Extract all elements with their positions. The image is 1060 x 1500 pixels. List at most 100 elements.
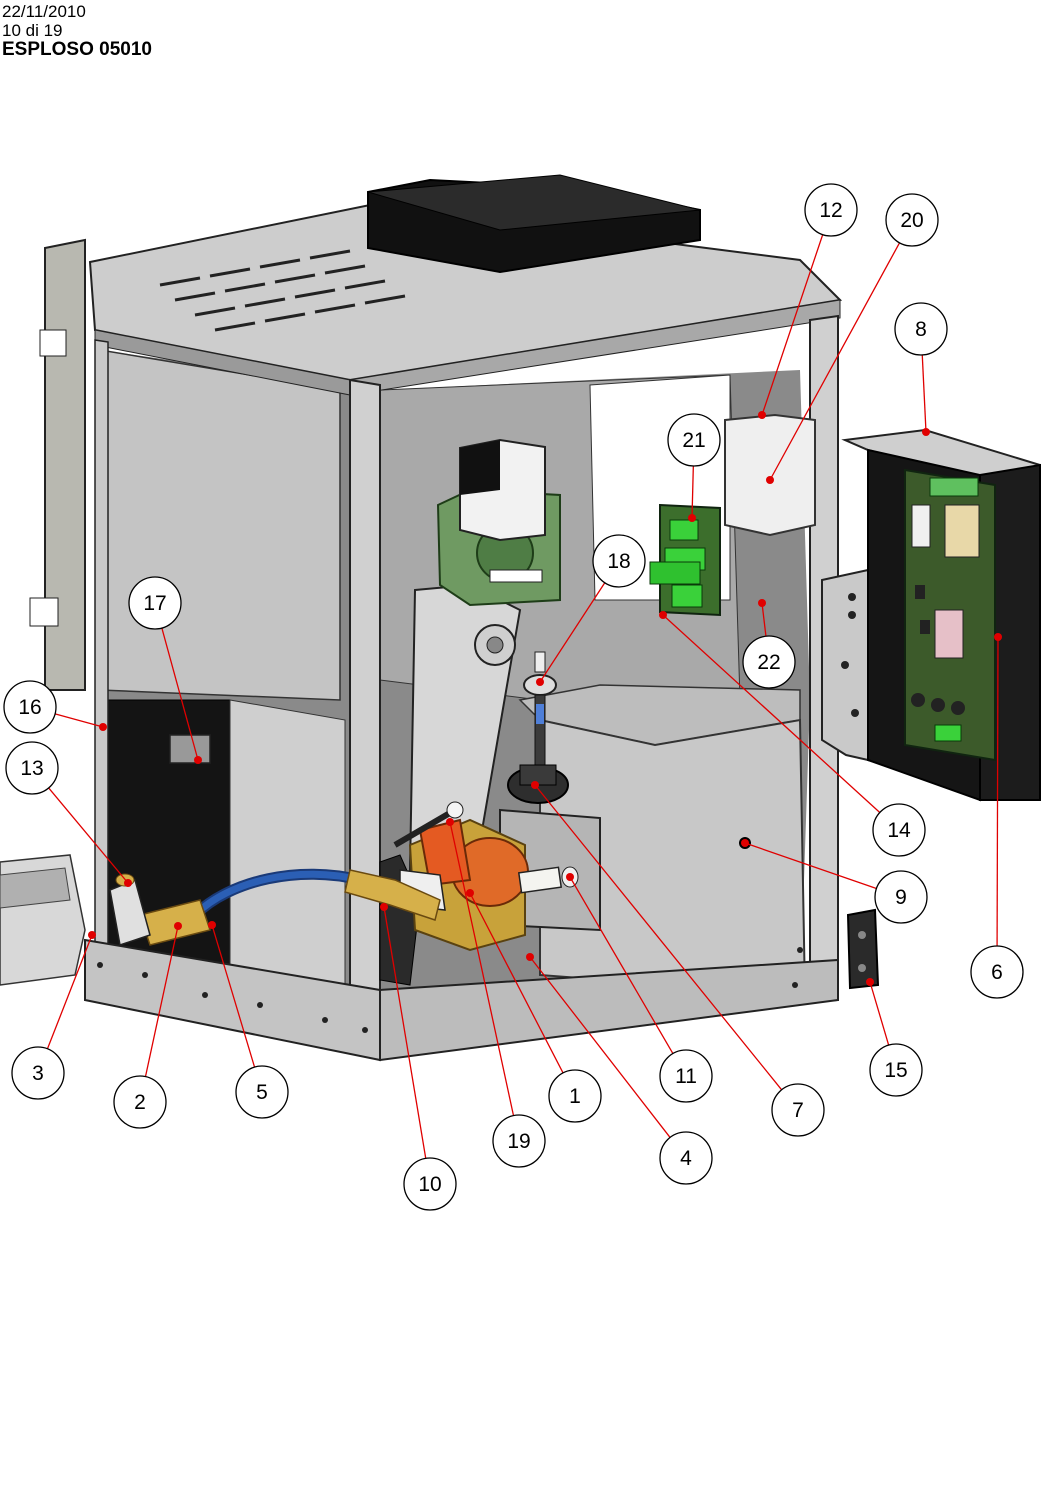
- pump: [379, 801, 579, 986]
- callout-circle: [403, 1157, 457, 1211]
- leader-dot-21: [688, 514, 696, 522]
- callout-4: 4: [659, 1131, 713, 1185]
- callout-15: 15: [869, 1043, 923, 1097]
- callout-label: 17: [143, 592, 166, 615]
- leader-dot-15: [866, 978, 874, 986]
- callout-circle: [659, 1049, 713, 1103]
- callout-circle: [667, 413, 721, 467]
- callout-19: 19: [492, 1114, 546, 1168]
- callout-circle: [592, 534, 646, 588]
- callout-13: 13: [5, 741, 59, 795]
- callout-16: 16: [3, 680, 57, 734]
- callout-label: 14: [887, 819, 911, 842]
- callout-label: 3: [32, 1062, 44, 1085]
- leader-dot-9: [741, 839, 749, 847]
- leader-line-5: [211, 924, 256, 1068]
- leader-dot-19: [446, 818, 454, 826]
- callout-12: 12: [804, 183, 858, 237]
- leader-line-10: [383, 906, 427, 1159]
- leader-line-17: [161, 627, 199, 761]
- callout-circle: [874, 870, 928, 924]
- leader-dot-8: [922, 428, 930, 436]
- callout-circle: [742, 635, 796, 689]
- callout-label: 5: [256, 1081, 268, 1104]
- control-box: [821, 428, 1041, 802]
- callout-9: 9: [874, 870, 928, 924]
- callout-circle: [11, 1046, 65, 1100]
- leader-line-12: [761, 234, 824, 416]
- callout-label: 20: [900, 209, 923, 232]
- leader-dot-20: [766, 476, 774, 484]
- leader-dot-1: [466, 889, 474, 897]
- leader-dot-12: [758, 411, 766, 419]
- leader-line-4: [529, 956, 671, 1138]
- callout-circle: [659, 1131, 713, 1185]
- callout-circle: [804, 183, 858, 237]
- leader-line-21: [691, 465, 694, 519]
- leader-line-9: [744, 842, 877, 890]
- callout-1: 1: [548, 1069, 602, 1123]
- callout-label: 4: [680, 1147, 692, 1170]
- callout-label: 6: [991, 961, 1003, 984]
- callout-label: 13: [20, 757, 43, 780]
- boiler-box: [539, 718, 807, 997]
- callout-6: 6: [970, 945, 1024, 999]
- header-date: 22/11/2010: [2, 2, 86, 21]
- leader-line-16: [54, 713, 104, 728]
- leader-line-14: [662, 614, 881, 813]
- callout-label: 22: [757, 651, 780, 674]
- callout-2: 2: [113, 1075, 167, 1129]
- callout-21: 21: [667, 413, 721, 467]
- leader-line-11: [569, 876, 674, 1054]
- callout-circle: [885, 193, 939, 247]
- header-title: ESPLOSO 05010: [2, 39, 152, 60]
- leader-line-1: [469, 892, 564, 1074]
- callout-8: 8: [894, 302, 948, 356]
- header-page: 10 di 19: [2, 21, 63, 40]
- callout-circle: [894, 302, 948, 356]
- leader-dot-22: [758, 599, 766, 607]
- callout-10: 10: [403, 1157, 457, 1211]
- leader-dot-10: [380, 903, 388, 911]
- water-tube: [109, 734, 441, 946]
- leader-line-19: [449, 821, 515, 1116]
- leader-dot-17: [194, 756, 202, 764]
- callout-5: 5: [235, 1065, 289, 1119]
- leader-line-8: [921, 354, 927, 433]
- callout-circle: [128, 576, 182, 630]
- callout-circle: [869, 1043, 923, 1097]
- leader-line-13: [48, 787, 129, 884]
- callout-label: 10: [418, 1173, 441, 1196]
- callout-17: 17: [128, 576, 182, 630]
- callout-label: 11: [675, 1065, 697, 1088]
- leader-dot-3: [88, 931, 96, 939]
- leader-line-15: [869, 981, 890, 1046]
- callout-label: 21: [682, 429, 705, 452]
- callout-label: 16: [18, 696, 41, 719]
- leader-dot-13: [124, 879, 132, 887]
- callout-label: 9: [895, 886, 907, 909]
- callout-label: 12: [819, 199, 842, 222]
- callout-circle: [970, 945, 1024, 999]
- callout-circle: [872, 803, 926, 857]
- leader-dot-18: [536, 678, 544, 686]
- vent-slots: [159, 249, 406, 332]
- callout-label: 15: [884, 1059, 907, 1082]
- small-pcb: [649, 503, 721, 617]
- leader-line-3: [46, 934, 93, 1050]
- callout-label: 1: [569, 1085, 581, 1108]
- part-bracket: [846, 908, 880, 990]
- leader-dot-2: [174, 922, 182, 930]
- callout-14: 14: [872, 803, 926, 857]
- callout-circle: [5, 741, 59, 795]
- callout-3: 3: [11, 1046, 65, 1100]
- leader-dot-4: [526, 953, 534, 961]
- leader-dot-14: [659, 611, 667, 619]
- callout-label: 18: [607, 550, 630, 573]
- callout-circle: [235, 1065, 289, 1119]
- callout-circle: [492, 1114, 546, 1168]
- leader-dot-11: [566, 873, 574, 881]
- leader-dot-6: [994, 633, 1002, 641]
- callout-22: 22: [742, 635, 796, 689]
